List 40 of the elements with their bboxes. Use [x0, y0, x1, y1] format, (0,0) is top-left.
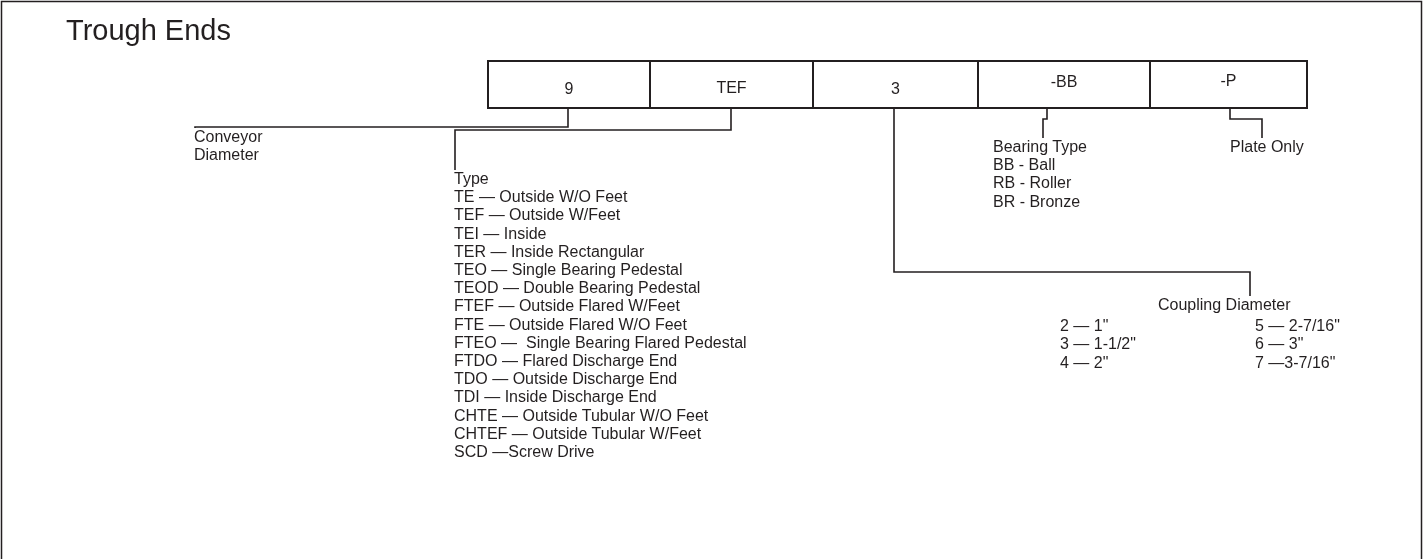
- leader-line: [454, 107, 732, 171]
- type-option: TDO — Outside Discharge End: [454, 370, 747, 389]
- leader-line: [194, 107, 569, 129]
- bearing-type-heading: Bearing Type: [993, 138, 1087, 157]
- type-option: FTE — Outside Flared W/O Feet: [454, 315, 747, 334]
- bearing-option: BR - Bronze: [993, 192, 1087, 211]
- coupling-option: 6 — 3": [1255, 335, 1360, 354]
- coupling-option: 7 —3-7/16": [1255, 353, 1360, 372]
- type-option: TDI — Inside Discharge End: [454, 388, 747, 407]
- coupling-option: 2 — 1": [1060, 317, 1255, 336]
- leader-line: [893, 107, 1251, 297]
- type-option: TEOD — Double Bearing Pedestal: [454, 279, 747, 298]
- bearing-option: RB - Roller: [993, 174, 1087, 193]
- type-option: FTEF — Outside Flared W/Feet: [454, 297, 747, 316]
- coupling-option: 4 — 2": [1060, 353, 1255, 372]
- coupling-code-cell: 3: [812, 60, 979, 109]
- type-option: TEO — Single Bearing Pedestal: [454, 261, 747, 280]
- type-option: TER — Inside Rectangular: [454, 242, 747, 261]
- bearing-option: BB - Ball: [993, 156, 1087, 175]
- coupling-diameter-heading: Coupling Diameter: [1158, 296, 1291, 315]
- field-description: Plate Only: [1230, 138, 1304, 157]
- type-code-cell: TEF: [649, 60, 814, 109]
- type-option: FTEO — Single Bearing Flared Pedestal: [454, 333, 747, 353]
- type-option: FTDO — Flared Discharge End: [454, 352, 747, 371]
- plate-code-cell: -P: [1149, 60, 1308, 109]
- type-option: TEF — Outside W/Feet: [454, 206, 747, 225]
- leader-line: [1229, 107, 1263, 139]
- type-option: TEI — Inside: [454, 224, 747, 243]
- type-option: CHTE — Outside Tubular W/O Feet: [454, 406, 747, 425]
- type-heading: Type: [454, 170, 490, 189]
- leader-line: [1042, 107, 1048, 139]
- bearing-code-cell: -BB: [977, 60, 1151, 109]
- field-description: Conveyor Diameter: [194, 128, 264, 165]
- diagram-title: Trough Ends: [66, 14, 231, 47]
- type-option: CHTEF — Outside Tubular W/Feet: [454, 424, 747, 444]
- type-option: SCD —Screw Drive: [454, 443, 747, 462]
- coupling-option: 5 — 2-7/16": [1255, 317, 1360, 336]
- coupling-option: 3 — 1-1/2": [1060, 335, 1255, 354]
- type-option: TE — Outside W/O Feet: [454, 188, 747, 207]
- diameter-code-cell: 9: [487, 60, 651, 109]
